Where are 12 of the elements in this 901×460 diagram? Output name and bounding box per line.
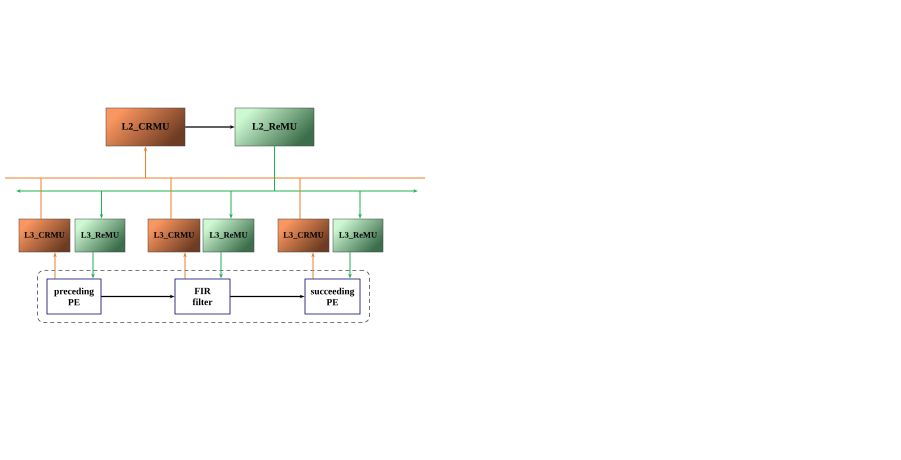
dashed-group-box — [37, 270, 370, 323]
remu-box: L3_ReMU — [74, 218, 126, 252]
remu-box: L3_ReMU — [202, 218, 254, 252]
remu-box: L3_ReMU — [332, 218, 384, 252]
crmu-box: L3_CRMU — [148, 218, 200, 252]
process-box: preceding PE — [46, 278, 102, 314]
crmu-box: L2_CRMU — [106, 108, 186, 146]
process-box: FIR filter — [174, 278, 230, 314]
process-box: succeeding PE — [304, 278, 360, 314]
crmu-box: L3_CRMU — [18, 218, 70, 252]
remu-box: L2_ReMU — [234, 108, 314, 146]
crmu-box: L3_CRMU — [278, 218, 330, 252]
